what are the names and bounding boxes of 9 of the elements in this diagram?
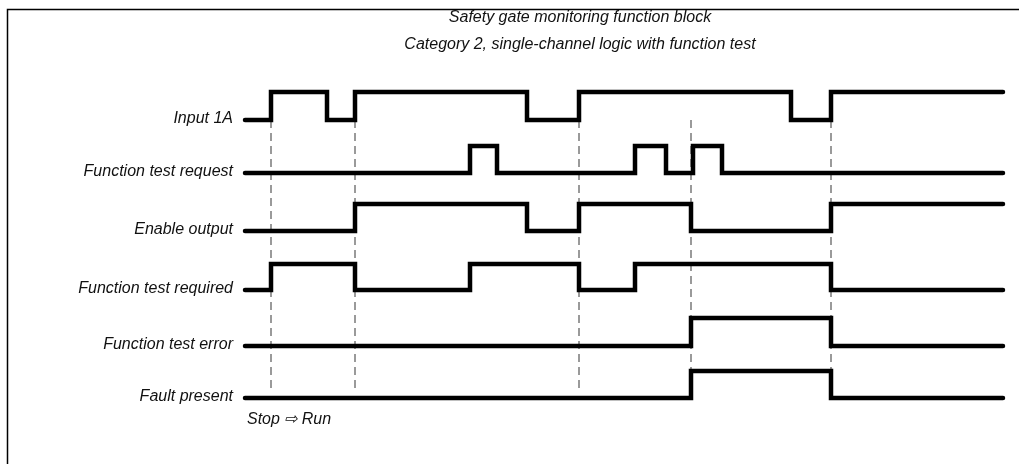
signal-name: Enable output (134, 220, 233, 238)
state-transition-note: Stop ⇨ Run (247, 410, 332, 428)
diagram-subtitle: Category 2, single-channel logic with function test (403, 35, 757, 53)
signal-name: Input 1A (173, 109, 233, 127)
signal-name: Fault present (139, 387, 233, 405)
signal-name: Function test error (103, 335, 233, 353)
signal-name: Function test required (78, 279, 233, 297)
signal-name: Function test request (83, 162, 233, 180)
diagram-title: Safety gate monitoring function block (447, 8, 713, 26)
